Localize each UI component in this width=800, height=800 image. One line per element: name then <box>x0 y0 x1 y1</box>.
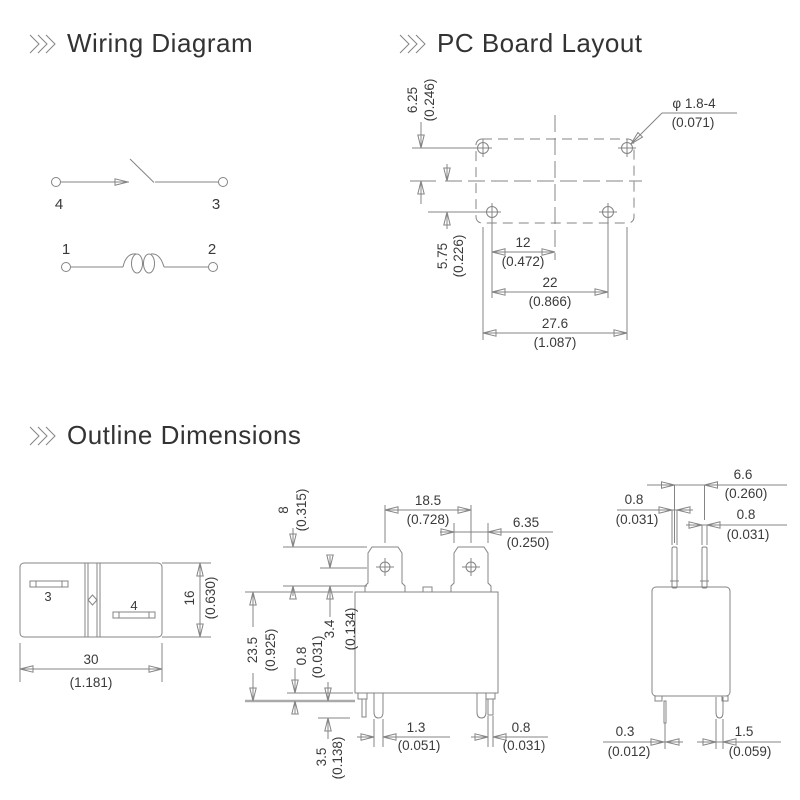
dim-5-75: 5.75 <box>435 243 450 269</box>
pcb-dimension-lines <box>417 112 737 337</box>
terminal-3-circle <box>218 177 228 187</box>
wiring-diagram-figure: 4 3 1 2 <box>51 158 228 274</box>
dim-3-4-in: (0.134) <box>343 608 358 651</box>
dim-8: 8 <box>276 506 291 514</box>
dim-0-8-standoff: 0.8 <box>294 647 309 666</box>
dim-6-6: 6.6 <box>734 467 753 482</box>
dim-16: 16 <box>182 590 197 605</box>
outline-front-view-figure: 18.5 (0.728) 6.35 (0.250) 8 (0.315) 3.4 … <box>245 489 553 780</box>
dim-0-8-pin-in: (0.031) <box>503 738 546 753</box>
slot-4-label: 4 <box>130 598 137 613</box>
mounting-holes <box>474 139 636 221</box>
coil-circuit <box>61 253 218 274</box>
dim-30: 30 <box>83 652 98 667</box>
dim-22-in: (0.866) <box>529 294 572 309</box>
dim-1-3-in: (0.051) <box>398 738 441 753</box>
pcb-title: PC Board Layout <box>437 28 643 58</box>
dim-0-3-in: (0.012) <box>608 744 651 759</box>
front-view-dimension-lines <box>249 506 553 741</box>
dim-0-8-right-in: (0.031) <box>727 527 770 542</box>
qc-tab-right <box>450 546 492 593</box>
dim-8-in: (0.315) <box>294 489 309 532</box>
terminal-2-circle <box>208 262 218 272</box>
dim-1-5-in: (0.059) <box>729 744 772 759</box>
chevrons-icon <box>29 34 56 53</box>
outline-section-header: Outline Dimensions <box>28 420 301 451</box>
chevrons-icon <box>399 34 426 53</box>
relay-base-outline <box>19 562 163 638</box>
dim-12-in: (0.472) <box>502 254 545 269</box>
dim-6-25: 6.25 <box>405 87 420 113</box>
relay-body-side <box>651 586 731 702</box>
dim-6-35-in: (0.250) <box>507 535 550 550</box>
relay-footprint-outline <box>475 138 635 224</box>
dim-18-5: 18.5 <box>415 493 441 508</box>
contact-circuit <box>51 158 228 187</box>
dim-23-5-in: (0.925) <box>263 629 278 672</box>
wiring-title: Wiring Diagram <box>67 28 254 58</box>
dim-30-in: (1.181) <box>70 675 113 690</box>
dim-12: 12 <box>515 235 530 250</box>
side-view-dimension-lines <box>603 481 787 746</box>
hole-diameter-label: φ 1.8-4 <box>672 96 716 111</box>
dim-5-75-in: (0.226) <box>451 235 466 278</box>
hole-diameter-label-in: (0.071) <box>672 115 715 130</box>
dim-0-8-left: 0.8 <box>625 492 644 507</box>
dim-6-25-in: (0.246) <box>422 79 437 122</box>
wiring-section-header: Wiring Diagram <box>28 28 253 59</box>
terminal-4-label: 4 <box>55 196 63 213</box>
dim-23-5: 23.5 <box>245 637 260 663</box>
coil-icon <box>122 253 137 268</box>
dim-0-8-pin: 0.8 <box>512 720 531 735</box>
dim-27-6-in: (1.087) <box>534 335 577 350</box>
dim-0-8-right: 0.8 <box>737 507 756 522</box>
dim-16-in: (0.630) <box>203 577 218 620</box>
dim-6-6-in: (0.260) <box>725 486 768 501</box>
dim-1-3: 1.3 <box>407 720 426 735</box>
terminal-4-circle <box>51 177 61 187</box>
dim-0-8-standoff-in: (0.031) <box>310 636 325 679</box>
terminal-slot-4 <box>112 611 156 619</box>
dim-1-5: 1.5 <box>735 724 754 739</box>
switch-blade <box>129 158 155 183</box>
pcb-section-header: PC Board Layout <box>398 28 643 59</box>
dim-3-5-in: (0.138) <box>330 737 345 780</box>
dim-18-5-in: (0.728) <box>407 512 450 527</box>
dim-0-3: 0.3 <box>616 724 635 739</box>
chevrons-icon <box>29 426 56 445</box>
dim-6-35: 6.35 <box>513 515 539 530</box>
pcb-centerlines <box>445 115 642 260</box>
pcb-layout-figure: 6.25 (0.246) 5.75 (0.226) 12 (0.472) 22 … <box>405 79 737 350</box>
pcb-pins <box>361 693 494 719</box>
front-view-extension-lines <box>245 505 494 747</box>
outline-bottom-view-figure: 3 4 16 (0.630) 30 (1.181) <box>19 562 218 690</box>
top-terminals <box>670 546 709 589</box>
dim-3-4: 3.4 <box>322 619 337 638</box>
bottom-pins-side <box>663 697 724 724</box>
outline-side-view-figure: 6.6 (0.260) 0.8 (0.031) 0.8 (0.031) 0.3 … <box>603 467 787 759</box>
qc-tab-left <box>364 546 406 593</box>
terminal-slot-3 <box>29 580 69 588</box>
terminal-2-label: 2 <box>208 241 216 258</box>
center-band <box>84 563 101 637</box>
relay-body <box>354 586 499 700</box>
dim-0-8-left-in: (0.031) <box>616 512 659 527</box>
terminal-3-label: 3 <box>212 196 220 213</box>
bottom-view-dimension-lines <box>19 562 204 673</box>
slot-3-label: 3 <box>44 589 51 604</box>
terminal-1-label: 1 <box>62 241 70 258</box>
outline-title: Outline Dimensions <box>67 420 302 450</box>
terminal-1-circle <box>61 262 71 272</box>
dim-22: 22 <box>542 275 557 290</box>
dim-27-6: 27.6 <box>542 316 568 331</box>
dim-3-5: 3.5 <box>314 748 329 767</box>
